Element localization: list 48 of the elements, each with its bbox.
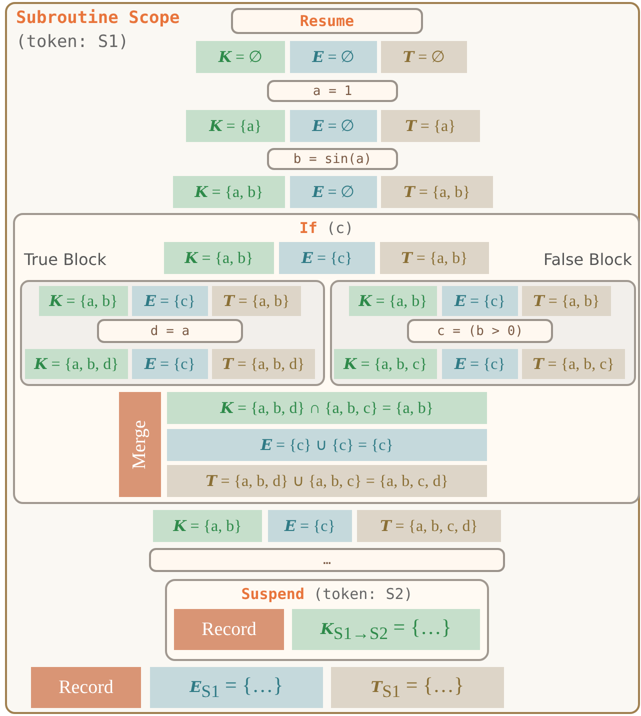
set-cell: T = {a, b, c, d}	[357, 510, 501, 542]
set-cell: K = {a, b, d}	[25, 349, 128, 379]
set-cell: K = {a, b}	[153, 510, 262, 542]
set-cell: K = {a, b}	[349, 286, 437, 316]
set-cell: K = {a}	[186, 110, 285, 142]
set-cell: E = {c}	[132, 349, 208, 379]
set-cell: E = {c}	[442, 286, 518, 316]
set-cell: T = {a, b}	[381, 176, 493, 208]
scope-frame	[5, 2, 640, 714]
condition-label: If (c)	[299, 219, 354, 237]
statement-box: d = a	[97, 319, 243, 343]
set-cell: K = {a, b, d} ∩ {a, b, c} = {a, b}	[167, 392, 487, 424]
set-cell: E = {c}	[132, 286, 208, 316]
set-cell: E = ∅	[290, 110, 377, 142]
branch-frame	[13, 213, 640, 504]
set-cell: K = ∅	[196, 41, 285, 73]
set-cell: E = {c}	[279, 242, 375, 274]
block-heading: False Block	[543, 250, 632, 269]
resume-box: Resume	[231, 8, 423, 34]
set-cell: K = {a, b}	[173, 176, 285, 208]
set-cell: T = {a, b, c}	[522, 349, 625, 379]
set-cell: T = {a}	[381, 110, 480, 142]
set-cell: K = {a, b}	[39, 286, 128, 316]
set-cell: E = ∅	[290, 176, 377, 208]
set-cell: E = {c}	[268, 510, 352, 542]
suspend-frame	[165, 579, 489, 661]
scope-title: Subroutine Scope	[16, 8, 180, 28]
statement-box: b = sin(a)	[267, 148, 398, 170]
set-cell: T = ∅	[381, 41, 467, 73]
token-label: (token: S1)	[16, 32, 129, 52]
record-block: Record	[31, 667, 141, 708]
statement-box: a = 1	[267, 80, 398, 102]
set-cell: K = {a, b}	[164, 242, 274, 274]
record-block: Record	[174, 609, 284, 650]
set-cell: T = {a, b}	[212, 286, 301, 316]
set-cell: T = {a, b, d} ∪ {a, b, c} = {a, b, c, d}	[167, 465, 487, 497]
set-cell: E = {c}	[442, 349, 518, 379]
set-cell: T = {a, b, d}	[212, 349, 315, 379]
set-cell: E = {c} ∪ {c} = {c}	[167, 429, 487, 461]
statement-box: c = (b > 0)	[407, 319, 553, 343]
set-cell: E = ∅	[290, 41, 377, 73]
set-cell: T = {a, b}	[380, 242, 489, 274]
block-heading: True Block	[24, 250, 106, 269]
set-cell: T = {a, b}	[522, 286, 611, 316]
statement-box: …	[149, 548, 505, 572]
set-cell: K = {a, b, c}	[334, 349, 437, 379]
merge-block: Merge	[119, 392, 161, 497]
suspend-label: Suspend (token: S2)	[241, 585, 413, 603]
